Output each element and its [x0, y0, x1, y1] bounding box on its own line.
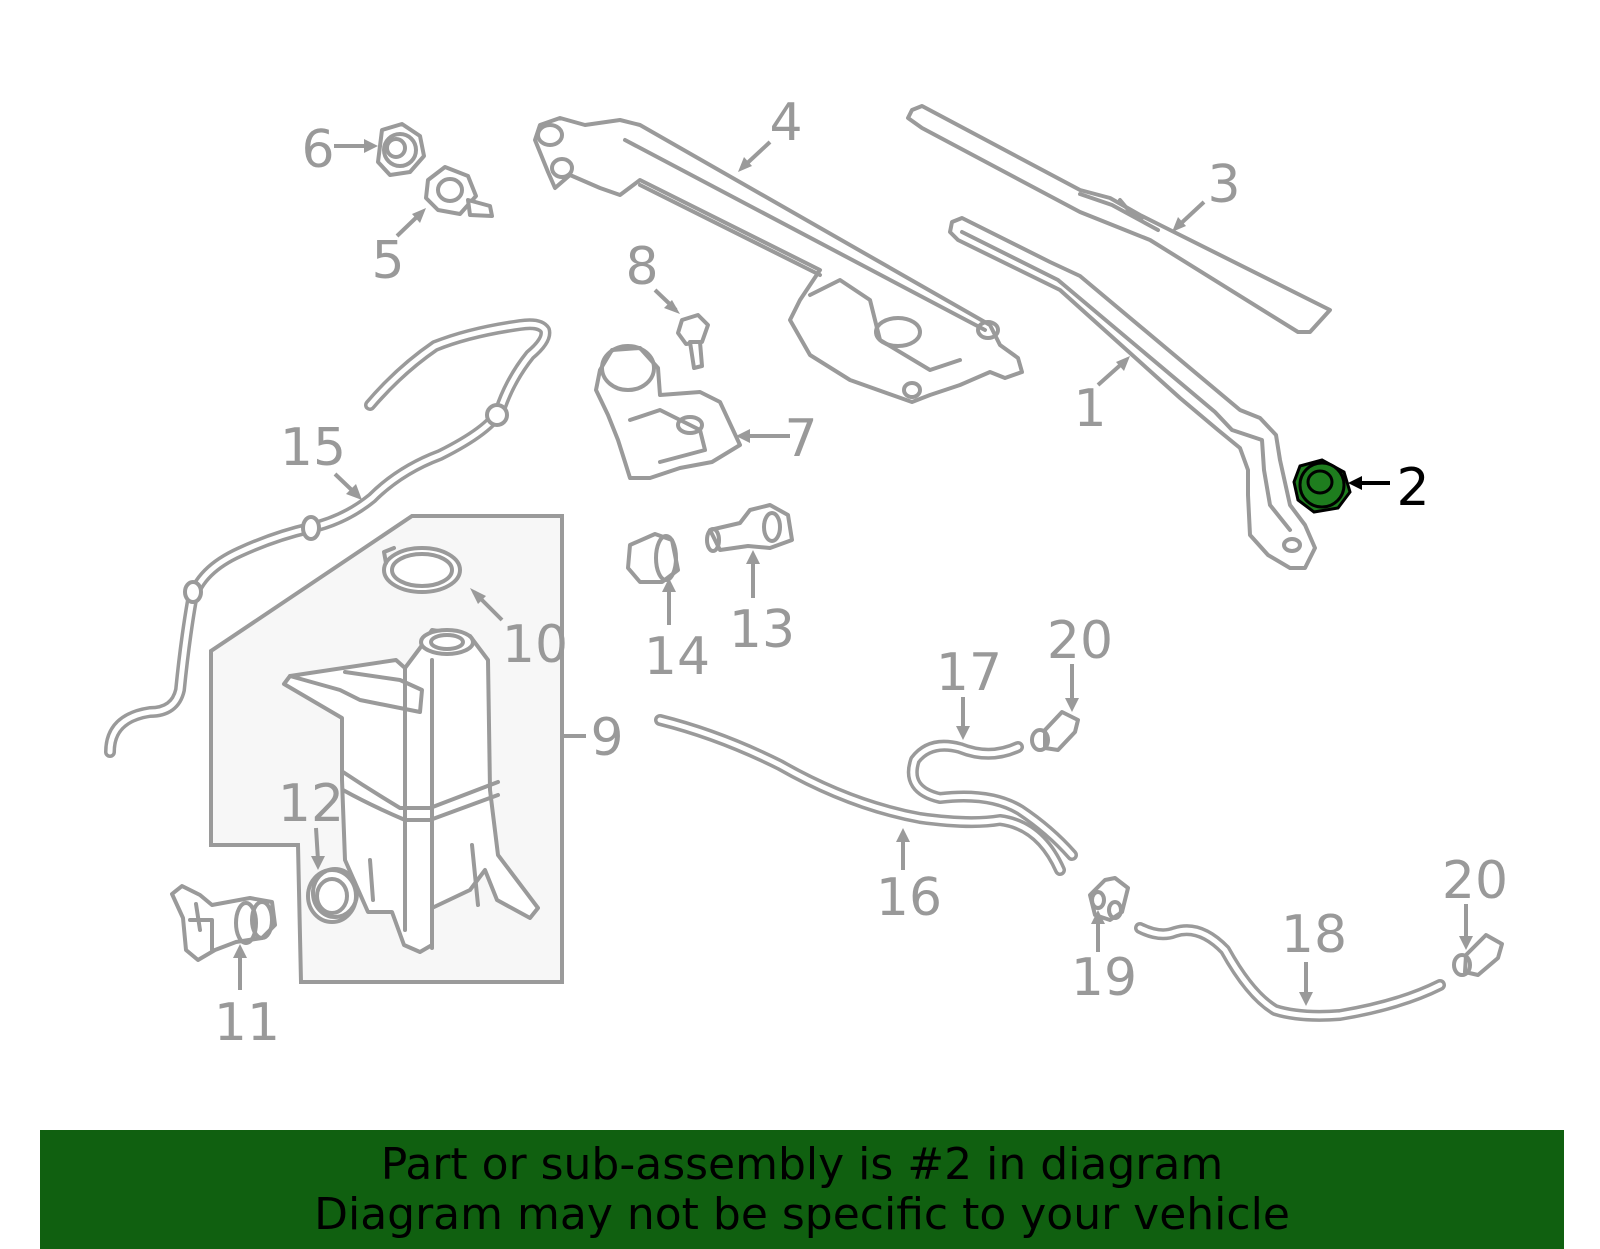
part-4-wiper-linkage[interactable] [533, 116, 1024, 404]
callout-label-18: 18 [1281, 905, 1347, 965]
part-7-wiper-motor[interactable] [594, 344, 790, 480]
callout-label-8: 8 [625, 237, 658, 297]
callout-label-9: 9 [590, 708, 623, 768]
callout-label-20b: 20 [1442, 851, 1508, 911]
info-banner: Part or sub-assembly is #2 in diagram Di… [40, 1130, 1564, 1249]
callout-label-7: 7 [784, 409, 817, 469]
part-9-reservoir-kit[interactable] [209, 514, 564, 984]
part-8-bolt[interactable] [653, 288, 710, 370]
callout-label-16: 16 [876, 868, 942, 928]
banner-line-2: Diagram may not be specific to your vehi… [314, 1189, 1290, 1240]
part-2-nut[interactable] [1292, 458, 1390, 514]
part-14-grommet[interactable] [626, 532, 680, 625]
callout-label-14: 14 [644, 627, 710, 687]
part-19-connector[interactable] [1088, 876, 1130, 952]
callout-label-10: 10 [502, 615, 568, 675]
callout-label-13: 13 [729, 600, 795, 660]
callout-label-1: 1 [1073, 379, 1106, 439]
part-12-grommet[interactable] [306, 827, 359, 924]
callout-label-20a: 20 [1047, 611, 1113, 671]
callout-label-15: 15 [280, 418, 346, 478]
callout-label-12: 12 [278, 774, 344, 834]
callout-label-4: 4 [769, 93, 802, 153]
part-16-washer-hose[interactable] [654, 714, 1066, 876]
part-10-seal[interactable] [382, 546, 504, 622]
callout-label-6: 6 [301, 120, 334, 180]
part-5-bolt[interactable] [395, 165, 494, 238]
part-15-washer-hose[interactable] [104, 318, 552, 758]
part-3-wiper-blade[interactable] [906, 104, 1332, 334]
part-20-nozzle-lower[interactable] [1452, 904, 1504, 977]
part-6-nut[interactable] [334, 122, 426, 177]
callout-label-2: 2 [1396, 458, 1429, 518]
callout-label-11: 11 [214, 993, 280, 1053]
part-18-washer-hose[interactable] [1134, 922, 1446, 1022]
part-20-nozzle-upper[interactable] [1030, 664, 1080, 752]
callout-label-17: 17 [936, 643, 1002, 703]
part-1-wiper-arm[interactable] [948, 216, 1317, 570]
callout-label-5: 5 [371, 231, 404, 291]
part-11-washer-pump[interactable] [170, 884, 277, 990]
callout-label-19: 19 [1071, 948, 1137, 1008]
part-13-connector[interactable] [705, 503, 794, 598]
callout-label-3: 3 [1207, 155, 1240, 215]
part-17-washer-hose[interactable] [906, 697, 1078, 861]
banner-line-1: Part or sub-assembly is #2 in diagram [380, 1139, 1224, 1190]
